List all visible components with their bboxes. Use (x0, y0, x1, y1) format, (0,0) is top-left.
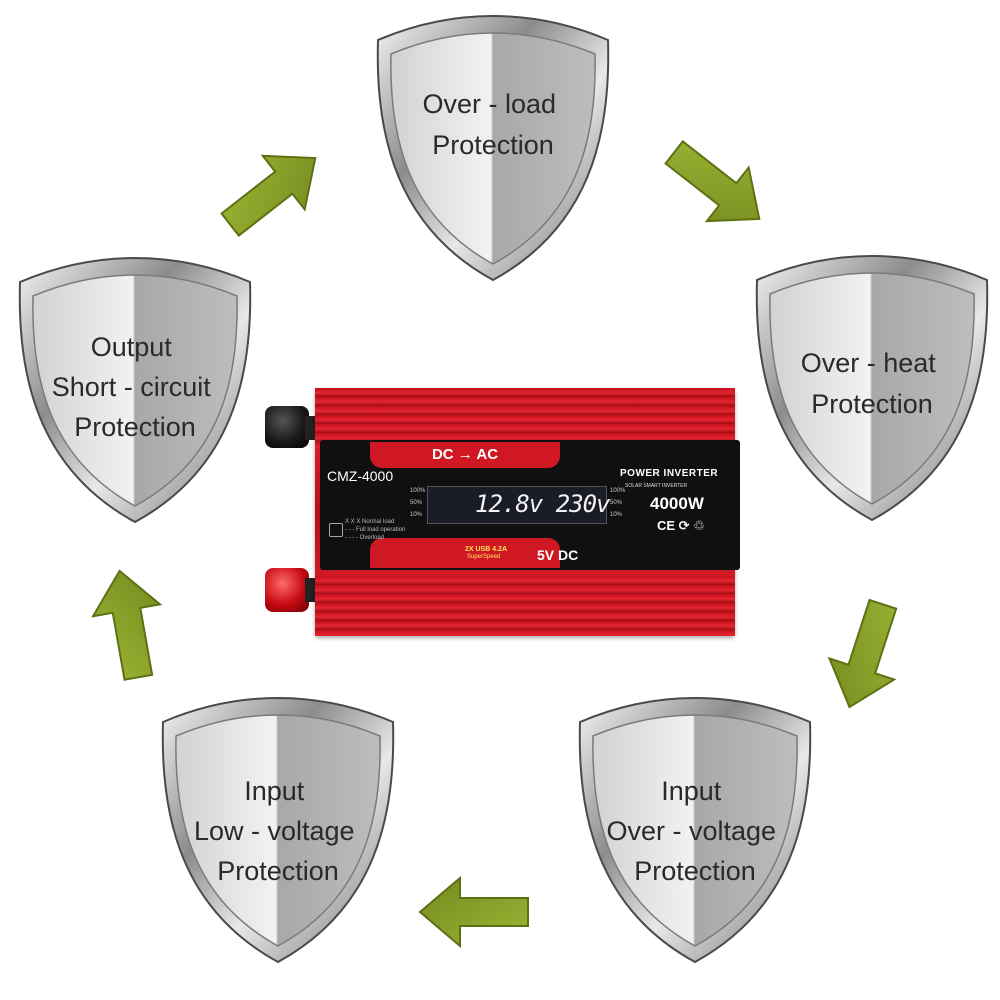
shield-input-low-voltage-line-3: Protection (217, 856, 339, 886)
svg-text:Input Over - voltage: Input Over - voltage Protection (606, 776, 783, 886)
status-legend: X X X Normal load - - - Full load operat… (345, 518, 405, 542)
scale-left-100: 100% (410, 488, 426, 494)
scale-right-10: 10% (610, 512, 623, 518)
legend-line-1: X X X Normal load (345, 519, 395, 525)
housing-ribs-top (315, 388, 735, 448)
shield-output-short-circuit-line-1: Output (91, 332, 173, 362)
shield-input-over-voltage-line-1: Input (661, 776, 722, 806)
shield-over-load: Over - load Protection (376, 15, 610, 281)
wattage-label: 4000W (650, 494, 704, 513)
shield-output-short-circuit-line-2: Short - circuit (52, 372, 212, 402)
mode-label: DC → AC (431, 446, 499, 463)
sub-line: SOLAR SMART INVERTER (625, 483, 688, 489)
svg-text:Over - heat Protection: Over - heat Protection (801, 348, 944, 419)
arrow-left (85, 564, 173, 685)
scale-right-50: 50% (610, 500, 623, 506)
arrow-bottom (419, 877, 529, 947)
shield-over-heat-line-2: Protection (811, 389, 933, 419)
power-inverter-image: DC → AC CMZ-4000 POWER INVERTER SOLAR SM… (265, 388, 740, 638)
positive-terminal (265, 568, 309, 612)
lcd-readout: 12.8v 230v (475, 490, 610, 518)
brand-line: POWER INVERTER (620, 468, 719, 479)
svg-text:Over - load Protection: Over - load Protection (422, 89, 563, 160)
buzzer-icon (329, 523, 343, 537)
svg-text:Output Short - circuit: Output Short - circuit Protection (52, 332, 219, 442)
shield-input-low-voltage-line-1: Input (244, 776, 305, 806)
shield-over-load-line-2: Protection (432, 130, 554, 160)
lcd-display (427, 486, 607, 524)
scale-left-50: 50% (410, 500, 423, 506)
legend-line-2: - - - Full load operation (345, 527, 406, 533)
certification-marks: CE ⟳ ♲ (657, 518, 705, 533)
shield-output-short-circuit-line-3: Protection (74, 412, 196, 442)
usb-label: 2X USB 4.2A (465, 546, 508, 553)
shield-input-over-voltage-line-2: Over - voltage (606, 816, 776, 846)
panel-red-bottom-band (370, 538, 560, 568)
arrow-top-left (208, 130, 338, 253)
panel-red-top-band (370, 442, 560, 468)
legend-line-3: - - - - Overload (345, 535, 385, 541)
svg-text:Input Low - voltage: Input Low - voltage Protection (194, 776, 362, 886)
negative-terminal (265, 406, 309, 448)
shield-input-over-voltage: Input Over - voltage Protection (578, 697, 812, 963)
scale-right-100: 100% (610, 488, 626, 494)
usb-output-label: 5V DC (537, 547, 579, 563)
shield-output-short-circuit: Output Short - circuit Protection (18, 257, 252, 523)
shield-input-over-voltage-line-3: Protection (634, 856, 756, 886)
housing-ribs-bottom (315, 576, 735, 636)
shield-input-low-voltage: Input Low - voltage Protection (161, 697, 395, 963)
arrow-right (816, 592, 917, 719)
arrow-top-right (652, 124, 782, 247)
scale-left-10: 10% (410, 512, 423, 518)
usb-sub-label: SuperSpeed (467, 554, 501, 560)
shield-over-load-line-1: Over - load (422, 89, 556, 119)
shield-over-heat-line-1: Over - heat (801, 348, 937, 378)
model-label: CMZ-4000 (327, 468, 394, 484)
shield-input-low-voltage-line-2: Low - voltage (194, 816, 355, 846)
shield-over-heat: Over - heat Protection (755, 255, 989, 521)
